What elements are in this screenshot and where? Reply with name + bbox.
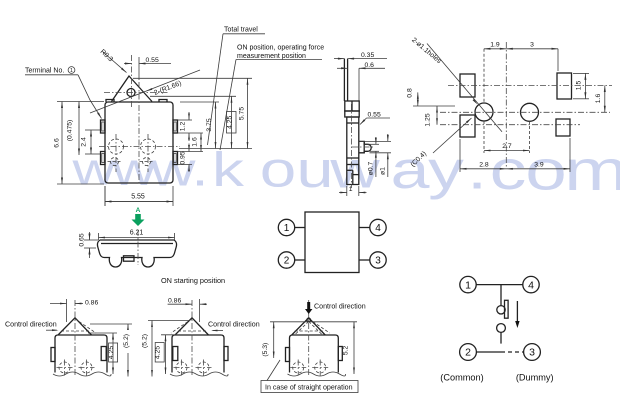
svg-text:1.25: 1.25 — [425, 113, 432, 126]
svg-text:2.7: 2.7 — [502, 143, 512, 150]
svg-text:o: o — [260, 142, 296, 198]
svg-text:0.8: 0.8 — [407, 88, 414, 98]
svg-text:5.2: 5.2 — [343, 345, 350, 355]
svg-text:1.6: 1.6 — [192, 137, 199, 147]
svg-text:0.95: 0.95 — [180, 151, 187, 164]
svg-text:Terminal No.: Terminal No. — [25, 68, 64, 75]
svg-text:4.25: 4.25 — [226, 115, 233, 128]
svg-text:1.6: 1.6 — [595, 94, 602, 104]
svg-text:Control direction: Control direction — [5, 321, 57, 329]
svg-text:1: 1 — [70, 68, 73, 74]
svg-text:w: w — [71, 144, 116, 194]
svg-text:5.55: 5.55 — [131, 194, 145, 201]
svg-text:u: u — [296, 141, 333, 198]
svg-text:4.25: 4.25 — [155, 346, 162, 359]
svg-text:1.5: 1.5 — [576, 81, 583, 91]
svg-text:4: 4 — [528, 279, 534, 291]
svg-text:.: . — [191, 142, 208, 196]
svg-text:m: m — [564, 139, 620, 203]
svg-text:4.25: 4.25 — [108, 346, 115, 359]
svg-text:.: . — [467, 139, 487, 200]
svg-text:A: A — [136, 207, 141, 214]
svg-text:ø1: ø1 — [380, 167, 387, 175]
svg-text:(5.2): (5.2) — [142, 334, 149, 348]
svg-text:w: w — [111, 144, 157, 195]
svg-text:5.75: 5.75 — [239, 107, 246, 120]
svg-text:3: 3 — [529, 347, 535, 359]
svg-text:1: 1 — [284, 223, 290, 234]
svg-text:0.6: 0.6 — [365, 62, 375, 69]
svg-text:o: o — [525, 139, 567, 202]
svg-text:Total travel: Total travel — [224, 27, 258, 34]
svg-text:(0.475): (0.475) — [67, 120, 74, 142]
svg-text:0.86: 0.86 — [168, 297, 181, 304]
svg-text:2: 2 — [284, 256, 290, 267]
svg-text:1: 1 — [349, 186, 353, 193]
svg-text:2: 2 — [465, 347, 471, 359]
svg-text:3: 3 — [530, 42, 534, 49]
svg-text:0.35: 0.35 — [361, 52, 374, 59]
svg-text:0.65: 0.65 — [79, 233, 86, 246]
svg-text:0.86: 0.86 — [85, 300, 98, 307]
svg-text:y: y — [428, 140, 464, 200]
svg-text:k: k — [212, 143, 245, 197]
svg-text:3.75: 3.75 — [206, 118, 213, 131]
svg-text:2.8: 2.8 — [479, 161, 489, 168]
svg-text:1: 1 — [465, 279, 471, 291]
svg-text:c: c — [490, 139, 527, 201]
svg-text:6.6: 6.6 — [54, 138, 61, 148]
svg-text:1.9: 1.9 — [490, 42, 500, 49]
svg-text:(5.2): (5.2) — [123, 334, 130, 348]
svg-text:w: w — [329, 140, 380, 198]
svg-text:0.55: 0.55 — [146, 57, 159, 64]
svg-text:Control direction: Control direction — [208, 321, 260, 329]
svg-text:3: 3 — [375, 256, 381, 267]
svg-text:(Dummy): (Dummy) — [516, 373, 554, 383]
svg-text:4: 4 — [375, 223, 381, 234]
svg-text:ø0.7: ø0.7 — [368, 161, 375, 175]
svg-text:a: a — [391, 141, 430, 200]
svg-text:6.21: 6.21 — [130, 230, 144, 237]
svg-text:(5.3): (5.3) — [262, 343, 269, 357]
svg-text:(Common): (Common) — [440, 373, 483, 383]
svg-text:2.4: 2.4 — [81, 137, 88, 147]
svg-text:Control direction: Control direction — [314, 303, 366, 311]
svg-text:measurement position: measurement position — [237, 53, 306, 60]
svg-text:ON starting position: ON starting position — [161, 276, 225, 285]
svg-text:In case of straight operation: In case of straight operation — [265, 384, 353, 392]
svg-text:3.9: 3.9 — [534, 161, 544, 168]
svg-text:1.2: 1.2 — [180, 122, 187, 132]
svg-text:0.55: 0.55 — [368, 112, 381, 119]
svg-text:ON position, operating force: ON position, operating force — [237, 45, 324, 52]
